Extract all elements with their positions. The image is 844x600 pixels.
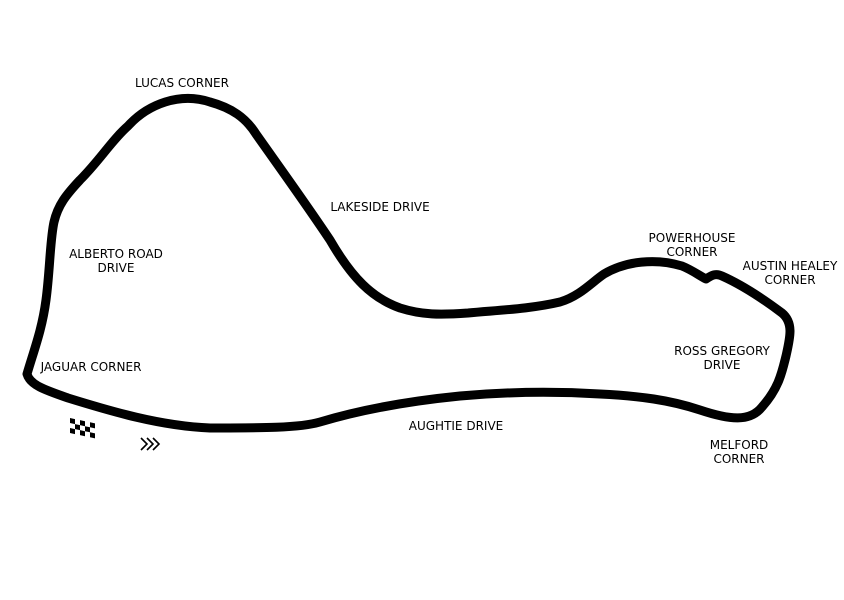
track-outline <box>22 94 795 433</box>
austin-healey-corner-label: AUSTIN HEALEY CORNER <box>742 259 838 287</box>
triple-chevron-right-icon <box>140 437 161 451</box>
powerhouse-corner-label: POWERHOUSE CORNER <box>648 231 736 259</box>
lucas-corner-label: LUCAS CORNER <box>135 76 229 90</box>
alberto-road-drive-label: ALBERTO ROAD DRIVE <box>69 247 163 275</box>
jaguar-corner-label: JAGUAR CORNER <box>40 360 142 374</box>
lakeside-drive-label: LAKESIDE DRIVE <box>330 200 430 214</box>
melford-corner-label: MELFORD CORNER <box>709 438 769 466</box>
checkered-flag-icon <box>70 418 95 439</box>
aughtie-drive-label: AUGHTIE DRIVE <box>408 419 504 433</box>
ross-gregory-drive-label: ROSS GREGORY DRIVE <box>674 344 770 372</box>
